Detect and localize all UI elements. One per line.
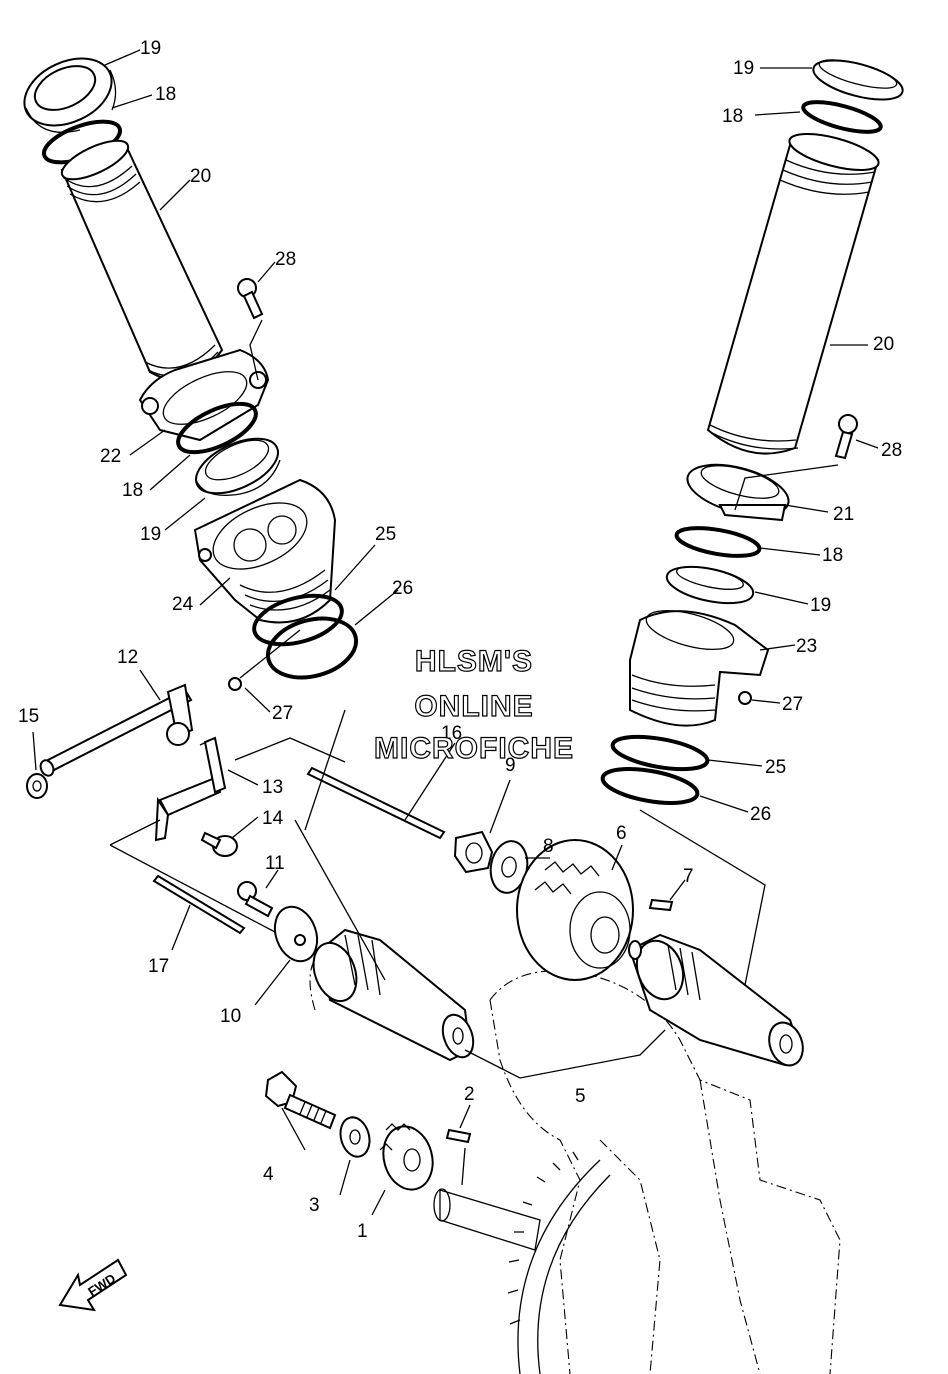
callout-25-left: 25 bbox=[375, 524, 396, 545]
washer-10[interactable] bbox=[268, 901, 325, 967]
callout-27-left: 27 bbox=[272, 703, 293, 724]
callout-18-right-top: 18 bbox=[722, 106, 743, 127]
callout-1: 1 bbox=[357, 1221, 368, 1242]
camshaft-left[interactable] bbox=[306, 928, 479, 1062]
washer-3[interactable] bbox=[336, 1114, 373, 1160]
bracket-22[interactable] bbox=[138, 348, 270, 442]
callout-5: 5 bbox=[575, 1086, 586, 1107]
callout-20-left: 20 bbox=[190, 166, 211, 187]
callout-4: 4 bbox=[263, 1164, 274, 1185]
callout-19-right-mid: 19 bbox=[810, 595, 831, 616]
callout-26-left: 26 bbox=[392, 578, 413, 599]
callout-26-right: 26 bbox=[750, 804, 771, 825]
clip-27-left[interactable] bbox=[228, 677, 242, 691]
watermark-line-2: ONLINE bbox=[414, 690, 533, 723]
callout-28-right: 28 bbox=[881, 440, 902, 461]
washer-15[interactable] bbox=[26, 773, 48, 799]
callout-13: 13 bbox=[262, 777, 283, 798]
seal-19-left-top[interactable] bbox=[14, 45, 123, 138]
crankshaft-end bbox=[433, 1188, 541, 1251]
seal-19-left-mid[interactable] bbox=[188, 427, 286, 504]
callout-19-left-mid: 19 bbox=[140, 524, 161, 545]
bolt-4[interactable] bbox=[264, 1070, 337, 1130]
callout-19-right-top: 19 bbox=[733, 58, 754, 79]
lever-13[interactable] bbox=[154, 736, 227, 842]
oring-26-right[interactable] bbox=[600, 763, 700, 809]
watermark: HLSM'S ONLINE MICROFICHE bbox=[373, 644, 574, 765]
callout-27-right: 27 bbox=[782, 694, 803, 715]
callout-14: 14 bbox=[262, 808, 284, 829]
callout-6: 6 bbox=[616, 823, 627, 844]
fwd-arrow-icon: FWD bbox=[58, 1258, 128, 1312]
bolt-14[interactable] bbox=[200, 831, 238, 857]
callout-16: 16 bbox=[441, 723, 462, 744]
callout-11: 11 bbox=[265, 853, 285, 874]
bracket-21[interactable] bbox=[682, 455, 794, 524]
oring-25-right[interactable] bbox=[610, 731, 710, 775]
oring-18-left-mid[interactable] bbox=[171, 394, 262, 462]
bolt-28-right[interactable] bbox=[834, 414, 858, 460]
callout-24: 24 bbox=[172, 594, 194, 615]
callout-9: 9 bbox=[505, 755, 516, 776]
callout-7: 7 bbox=[683, 866, 694, 887]
seal-19-right-mid[interactable] bbox=[664, 560, 757, 610]
rod-16[interactable] bbox=[306, 766, 446, 840]
clip-27-right[interactable] bbox=[738, 691, 752, 705]
callout-3: 3 bbox=[309, 1195, 320, 1216]
key-2[interactable] bbox=[445, 1128, 472, 1144]
oring-25-left[interactable] bbox=[249, 587, 347, 653]
tube-20-right[interactable] bbox=[706, 127, 882, 455]
bolt-28-left[interactable] bbox=[237, 278, 264, 320]
seal-19-right-top[interactable] bbox=[809, 53, 906, 108]
callout-10: 10 bbox=[220, 1006, 241, 1027]
callout-17: 17 bbox=[148, 956, 169, 977]
callout-20-right: 20 bbox=[873, 334, 894, 355]
callout-2: 2 bbox=[464, 1084, 475, 1105]
oring-18-right-top[interactable] bbox=[801, 96, 884, 138]
callout-18-left-top: 18 bbox=[155, 84, 176, 105]
callout-25-right: 25 bbox=[765, 757, 786, 778]
shaft-12[interactable] bbox=[38, 683, 194, 778]
crank-gear-segment bbox=[507, 1151, 611, 1374]
washer-8[interactable] bbox=[487, 838, 531, 895]
gear-1[interactable] bbox=[377, 1121, 440, 1195]
sprocket-6[interactable] bbox=[516, 839, 634, 981]
housing-24[interactable] bbox=[193, 478, 337, 624]
callouts: 19 18 20 28 22 18 19 24 25 26 27 12 15 1… bbox=[18, 38, 902, 1242]
camshaft-right[interactable] bbox=[628, 933, 809, 1070]
nut-9[interactable] bbox=[453, 830, 494, 874]
rod-17[interactable] bbox=[152, 874, 246, 935]
callout-18-left-mid: 18 bbox=[122, 480, 143, 501]
oring-26-left[interactable] bbox=[261, 609, 362, 686]
watermark-line-1: HLSM'S bbox=[415, 645, 533, 678]
callout-8: 8 bbox=[543, 836, 554, 857]
callout-28-left: 28 bbox=[275, 249, 296, 270]
callout-12: 12 bbox=[117, 647, 138, 668]
key-7[interactable] bbox=[648, 898, 674, 912]
callout-19-left-top: 19 bbox=[140, 38, 161, 59]
leader-lines bbox=[32, 49, 879, 1216]
callout-22: 22 bbox=[100, 446, 121, 467]
oring-18-right-mid[interactable] bbox=[674, 523, 762, 561]
callout-15: 15 bbox=[18, 706, 39, 727]
callout-23: 23 bbox=[796, 636, 817, 657]
housing-23[interactable] bbox=[629, 603, 770, 727]
callout-21: 21 bbox=[833, 504, 854, 525]
watermark-line-3: MICROFICHE bbox=[374, 732, 574, 765]
callout-18-right-mid: 18 bbox=[822, 545, 843, 566]
bolt-11[interactable] bbox=[237, 881, 274, 918]
